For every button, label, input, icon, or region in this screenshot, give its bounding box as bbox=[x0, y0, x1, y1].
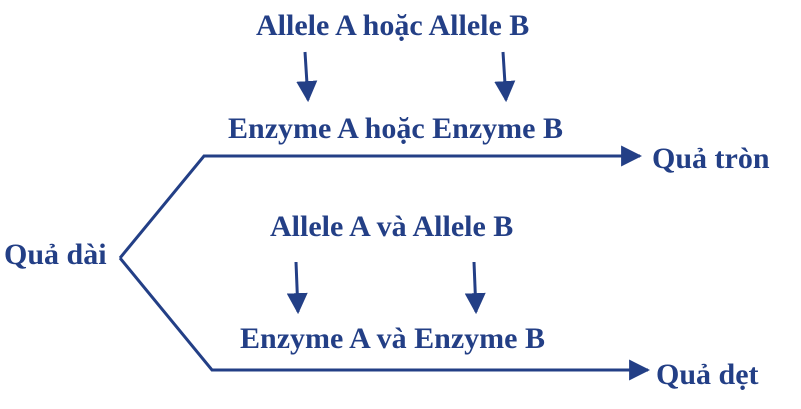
upper-alleles-label: Allele A hoặc Allele B bbox=[256, 9, 530, 42]
upper-branch-arrow bbox=[118, 145, 643, 259]
lower-alleles-label: Allele A và Allele B bbox=[270, 210, 514, 243]
upper-allele-a-arrow bbox=[296, 51, 318, 103]
lower-branch-arrow bbox=[118, 257, 651, 381]
upper-allele-b-arrow bbox=[494, 51, 516, 103]
lower-allele-b-arrow bbox=[464, 261, 486, 315]
start-node-label: Quả dài bbox=[4, 238, 107, 271]
upper-enzymes-label: Enzyme A hoặc Enzyme B bbox=[228, 112, 563, 145]
round-fruit-outcome-label: Quả tròn bbox=[652, 142, 770, 175]
lower-allele-a-arrow bbox=[286, 261, 308, 315]
flat-fruit-outcome-label: Quả dẹt bbox=[656, 358, 759, 391]
lower-enzymes-label: Enzyme A và Enzyme B bbox=[240, 322, 545, 355]
